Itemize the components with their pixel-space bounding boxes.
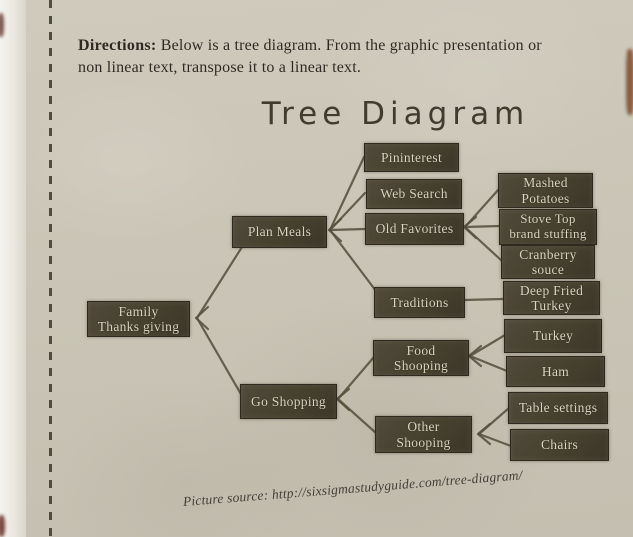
picture-source-caption: Picture source: http://sixsigmastudyguid… [182, 467, 524, 509]
node-traditions: Traditions [374, 287, 465, 318]
connector-foodshooping-turkey [468, 333, 507, 358]
connector-planmeals-pininterest [328, 155, 366, 232]
node-go-shopping: Go Shopping [240, 384, 337, 419]
cut-dashed-line [49, 0, 52, 537]
node-web-search: Web Search [366, 179, 462, 209]
connector-family-planmeals [195, 245, 244, 320]
photo-artifact-top-left [0, 13, 4, 37]
node-turkey: Turkey [504, 319, 602, 353]
diagram-title: Tree Diagram [261, 96, 530, 132]
connector-othershooping-chairs [477, 432, 513, 448]
photo-artifact-bottom-left [0, 515, 5, 537]
arrowhead-go-shopping [335, 387, 351, 412]
node-old-favorites: Old Favorites [365, 213, 464, 245]
arrowhead-plan-meals [327, 217, 343, 243]
node-mashed-potatoes: Mashed Potatoes [498, 173, 593, 208]
directions-text: Directions: Below is a tree diagram. Fro… [78, 37, 542, 77]
connector-planmeals-websearch [328, 191, 367, 232]
arrowhead-food-shooping [467, 344, 483, 368]
node-food-shooping: Food Shooping [373, 340, 469, 376]
connector-goshopping-foodshooping [336, 355, 376, 401]
connector-othershooping-tablesettings [477, 406, 511, 436]
arrowhead-family [194, 305, 210, 331]
connector-oldfavorites-stovetop [463, 224, 502, 229]
page-left-edge [0, 0, 26, 537]
node-deep-fried-turkey: Deep Fried Turkey [503, 281, 600, 315]
connector-oldfavorites-mashed [463, 187, 501, 229]
connector-planmeals-oldfavorites [328, 227, 367, 232]
directions-label: Directions: [78, 37, 157, 54]
node-table-settings: Table settings [508, 392, 608, 424]
connector-oldfavorites-cranberry [463, 225, 504, 263]
node-stove-top-stuffing: Stove Top brand stuffing [499, 209, 597, 245]
connector-foodshooping-ham [468, 354, 509, 373]
photo-artifact-right [626, 49, 633, 115]
arrowhead-old-favorites [462, 215, 478, 240]
node-ham: Ham [506, 356, 605, 387]
node-family-thanksgiving: Family Thanks giving [87, 301, 190, 337]
connector-goshopping-othershooping [336, 397, 378, 435]
connector-family-goshopping [195, 316, 244, 398]
node-other-shooping: Other Shooping [375, 416, 472, 453]
connector-traditions-deepfried [462, 297, 505, 302]
node-pininterest: Pininterest [364, 143, 459, 172]
node-plan-meals: Plan Meals [232, 216, 327, 248]
arrowhead-other-shooping [476, 422, 492, 446]
node-chairs: Chairs [510, 429, 609, 461]
node-cranberry-souce: Cranberry souce [501, 245, 595, 279]
